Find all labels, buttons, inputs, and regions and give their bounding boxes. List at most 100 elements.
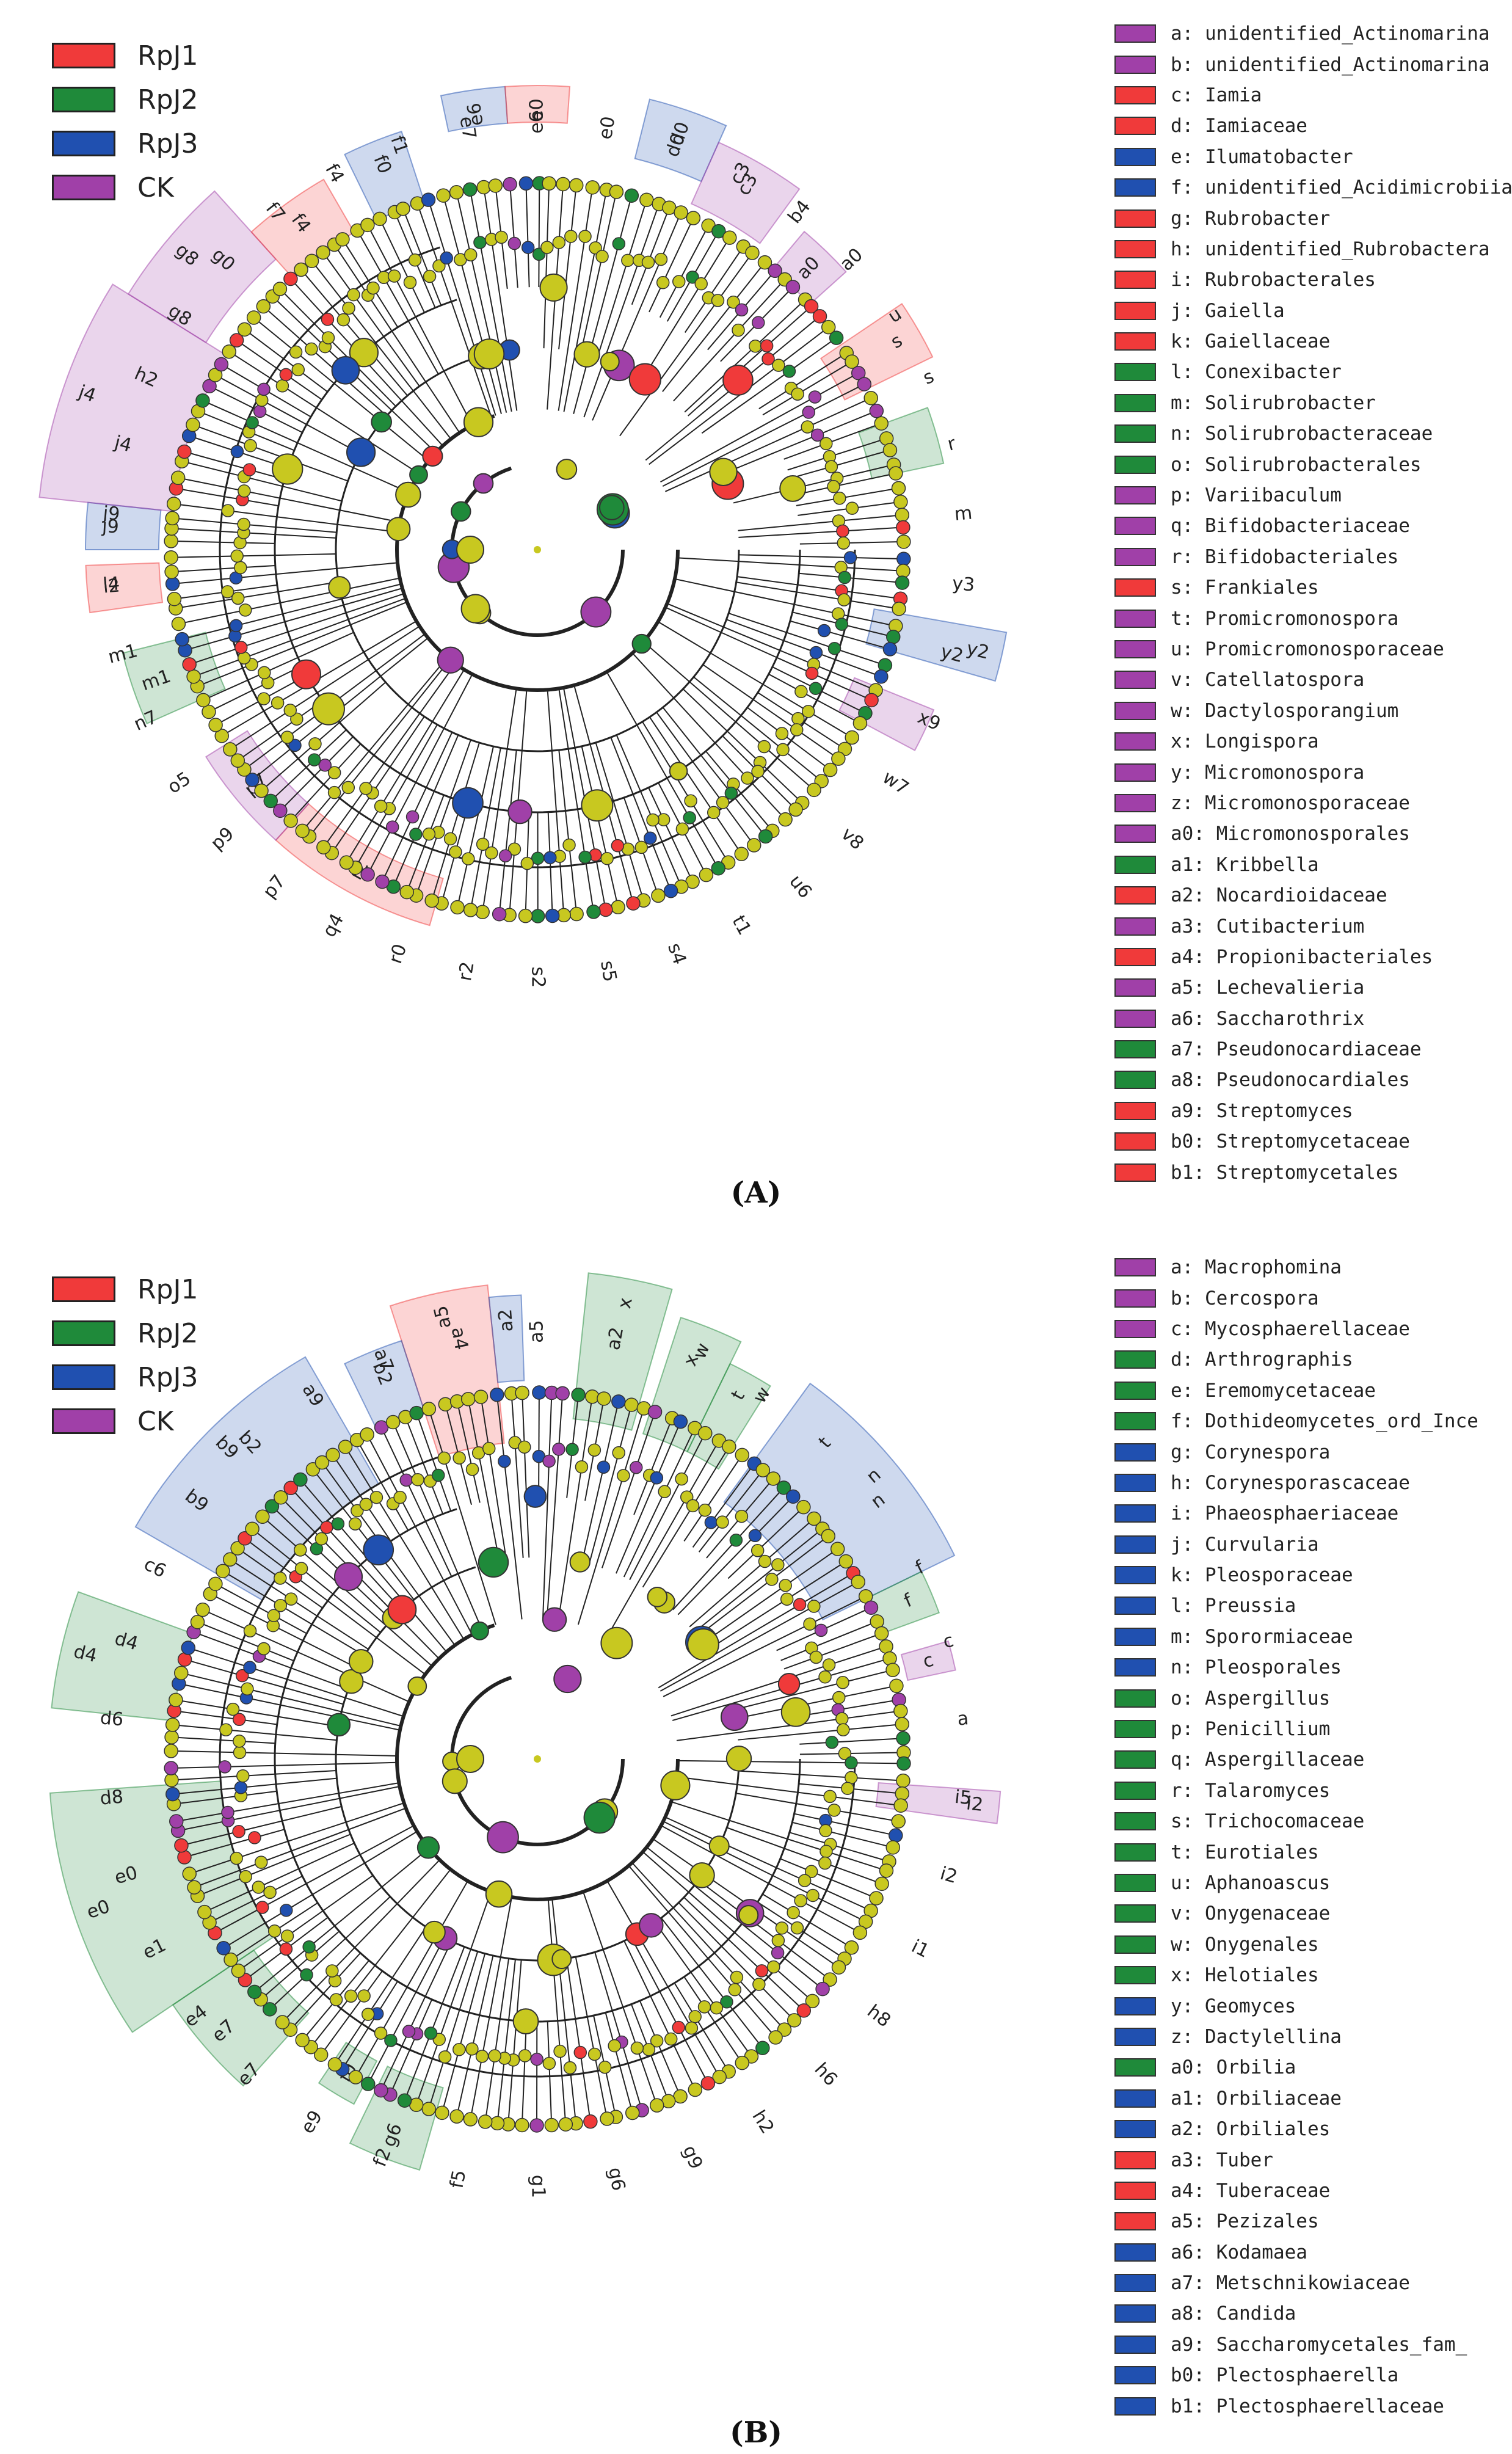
taxa-legend-row: c: Iamia [1114, 80, 1505, 111]
taxa-legend-swatch [1114, 1163, 1156, 1182]
tree-node [771, 1934, 785, 1948]
tree-branch [551, 1898, 576, 2117]
taxa-legend-swatch [1114, 517, 1156, 536]
tree-leaf-node [165, 577, 180, 591]
tree-node [289, 345, 303, 359]
tree-branch [661, 1917, 760, 2044]
legend-label-rpj1: RpJ1 [137, 1273, 198, 1305]
tree-inner-node [507, 799, 532, 825]
tree-branch [358, 724, 438, 863]
tree-branch [443, 1953, 486, 2107]
tree-branch [182, 489, 279, 507]
tree-inner-node [312, 692, 345, 726]
tree-inner-node [583, 1801, 616, 1834]
tree-leaf-node [515, 2117, 529, 2133]
tree-branch [736, 576, 895, 599]
tree-leaf-node [237, 322, 252, 337]
taxa-legend-swatch [1114, 1381, 1156, 1400]
tree-leaf-node [542, 176, 556, 191]
legend-row-rpj2: RpJ2 [52, 1311, 198, 1355]
tree-leaf-node [255, 1509, 270, 1524]
clade-outer-label: a [956, 1708, 970, 1730]
tree-leaf-node [531, 909, 545, 923]
tree-inner-node [551, 1949, 572, 1970]
taxa-legend-label: e: Eremomycetaceae [1171, 1379, 1376, 1402]
tree-node [552, 236, 566, 249]
tree-branch [497, 1959, 516, 2117]
tree-node [320, 1521, 333, 1534]
tree-branch [592, 217, 680, 421]
tree-node [252, 1881, 266, 1894]
tree-leaf-node [674, 205, 688, 220]
tree-leaf-node [314, 1455, 330, 1470]
taxa-legend-label: c: Mycosphaerellaceae [1171, 1317, 1410, 1340]
tree-branch [684, 303, 801, 413]
tree-branch [199, 597, 406, 675]
taxa-legend-label: v: Onygenaceae [1171, 1902, 1331, 1925]
tree-branch [658, 1575, 849, 1689]
taxa-legend-swatch [1114, 2027, 1156, 2046]
tree-leaf-node [734, 847, 749, 862]
taxa-legend-swatch [1114, 1101, 1156, 1120]
tree-node [617, 1469, 630, 1482]
clade-highlight-sector [820, 302, 934, 401]
tree-leaf-node [895, 508, 910, 522]
taxa-legend-label: e: Ilumatobacter [1171, 145, 1353, 168]
clade-outer-label: d6 [99, 1707, 124, 1730]
tree-leaf-node [421, 192, 436, 207]
tree-node [279, 1942, 293, 1956]
tree-branch [689, 1522, 810, 1628]
tree-branch [468, 1405, 500, 1562]
taxa-legend-label: y: Micromonospora [1171, 761, 1365, 784]
clade-outer-label: i5 [954, 1786, 973, 1809]
clade-highlight-sector [572, 1272, 673, 1431]
tree-leaf-node [518, 908, 533, 923]
tree-leaf-node [686, 211, 701, 225]
taxa-legend-row: a6: Kodamaea [1114, 2237, 1505, 2268]
tree-node [827, 479, 840, 493]
tree-leaf-node [851, 366, 866, 380]
tree-branch [418, 1418, 452, 1512]
clade-outer-label: g6 [604, 2166, 629, 2193]
taxa-legend-label: f: unidentified_Acidimicrobiia [1171, 177, 1512, 199]
tree-branch [242, 700, 323, 758]
tree-branch [242, 1874, 374, 1968]
legend-swatch-ck [52, 175, 115, 200]
tree-branch [177, 553, 336, 558]
tree-leaf-node [399, 884, 414, 900]
taxa-legend-swatch [1114, 239, 1156, 258]
taxa-legend-label: h: unidentified_Rubrobactera [1171, 238, 1490, 260]
tree-branch [677, 1760, 898, 1764]
tree-leaf-node [246, 310, 261, 325]
clade-outer-label: r2 [454, 960, 479, 983]
tree-branch [629, 1438, 703, 1581]
tree-node [843, 551, 857, 564]
tree-node [832, 1691, 846, 1705]
tree-branch [683, 1896, 800, 2007]
taxa-legend-swatch [1114, 1935, 1156, 1954]
tree-node [366, 281, 380, 295]
tree-inner-node [371, 411, 393, 433]
tree-node [399, 1473, 413, 1487]
tree-branch [661, 1825, 856, 1931]
tree-inner-node [470, 1621, 489, 1640]
taxa-legend-label: a2: Orbiliales [1171, 2118, 1331, 2141]
tree-branch [256, 1532, 381, 1633]
tree-node [300, 1968, 313, 1982]
sector-label: y2 [964, 638, 991, 663]
tree-node [440, 251, 453, 265]
tree-leaf-node [164, 1761, 178, 1775]
tree-leaf-node [327, 2057, 343, 2072]
tree-leaf-node [896, 1773, 910, 1788]
taxa-legend-label: s: Trichocomaceae [1171, 1810, 1365, 1833]
tree-leaf-node [778, 812, 793, 827]
tree-node [820, 437, 833, 451]
tree-leaf-node [711, 861, 726, 876]
tree-branch [190, 1829, 285, 1857]
tree-branch [178, 1724, 337, 1741]
tree-node [837, 536, 851, 550]
taxa-legend-label: z: Dactylellina [1171, 2025, 1342, 2048]
tree-inner-node [442, 1768, 468, 1794]
tree-level-arc [395, 407, 680, 692]
tree-leaf-node [202, 704, 216, 719]
